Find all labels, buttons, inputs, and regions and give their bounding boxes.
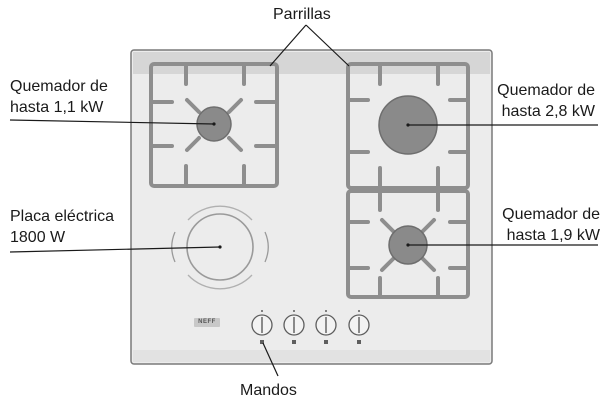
label-burner-small-line2: hasta 1,1 kW (10, 99, 104, 116)
label-burner-small: Quemador de hasta 1,1 kW (10, 76, 108, 118)
label-controls: Mandos (240, 382, 297, 399)
label-burner-medium: Quemador de hasta 1,9 kW (502, 204, 600, 246)
leader-grates-left (269, 24, 307, 67)
leader-hotplate (9, 246, 221, 253)
label-burner-large-line2: hasta 2,8 kW (501, 103, 595, 120)
label-burner-medium-line2: hasta 1,9 kW (506, 227, 600, 244)
label-grates: Parrillas (273, 6, 331, 23)
label-burner-large: Quemador de hasta 2,8 kW (497, 80, 595, 122)
label-hotplate-line2: 1800 W (10, 229, 66, 246)
hob-front-edge (133, 350, 490, 362)
leader-lines (9, 24, 598, 377)
label-burner-small-line1: Quemador de (10, 78, 108, 95)
grate-medium (346, 189, 470, 299)
knob-markings (260, 310, 361, 344)
hob-back-strip (133, 52, 490, 74)
grate-small (149, 62, 279, 188)
label-hotplate: Placa eléctrica 1800 W (10, 206, 114, 248)
leader-controls (262, 342, 279, 377)
electric-hotplate (171, 205, 269, 290)
label-burner-large-line1: Quemador de (497, 82, 595, 99)
label-burner-medium-line1: Quemador de (502, 206, 600, 223)
leader-burner-small (9, 119, 215, 125)
brand-logo-plate (194, 318, 220, 327)
leader-grates-right (305, 24, 350, 67)
leader-dots (212, 122, 410, 249)
label-hotplate-line1: Placa eléctrica (10, 208, 115, 225)
brand-logo-text: NEFF (198, 319, 216, 325)
knob-grips (261, 317, 360, 333)
grate-large (346, 62, 470, 190)
